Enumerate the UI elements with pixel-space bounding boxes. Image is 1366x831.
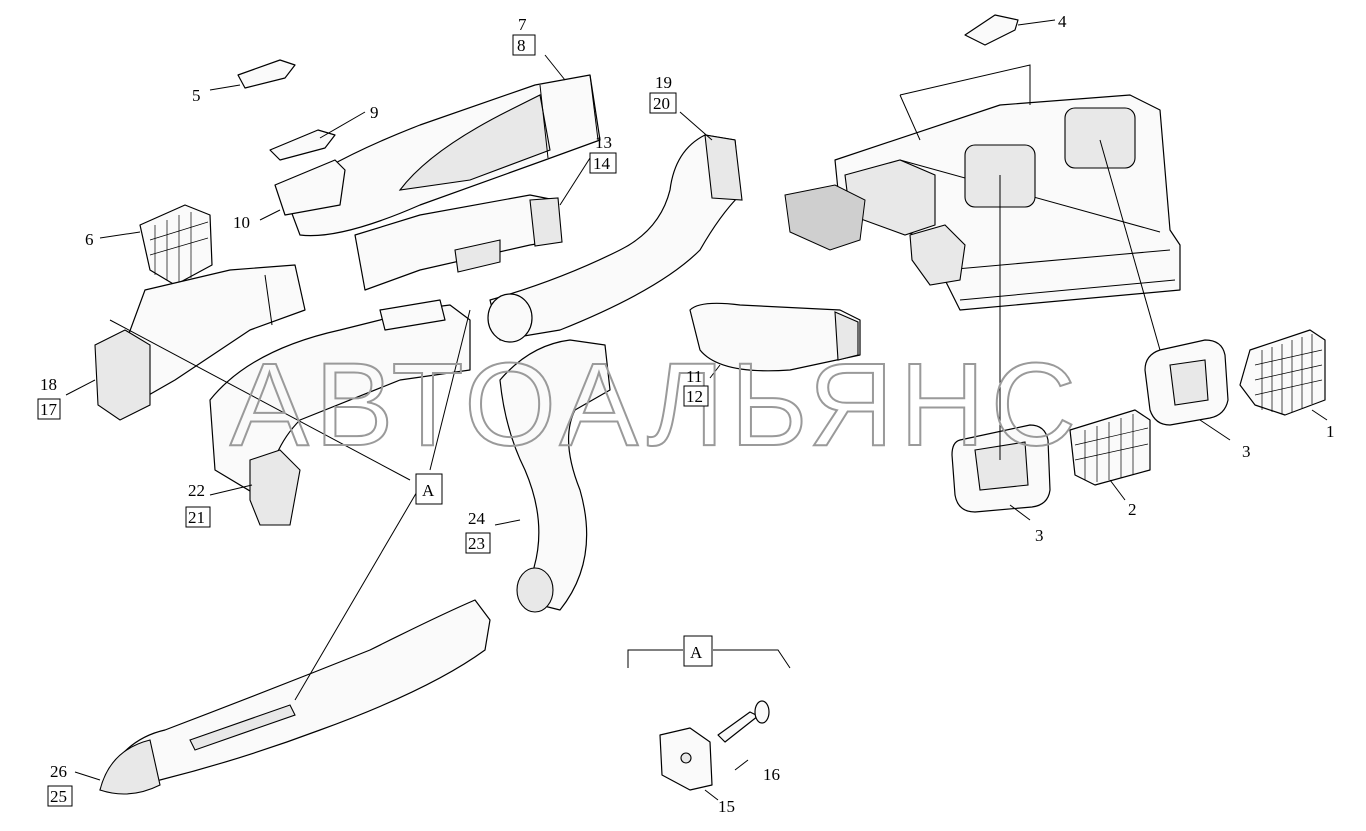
callout-13: 13 (595, 133, 612, 152)
callout-18: 18 (40, 375, 57, 394)
callout-20: 20 (653, 94, 670, 113)
callout-22: 22 (188, 481, 205, 500)
vent-cup-10 (274, 159, 346, 216)
long-diagonal-duct (487, 134, 743, 343)
callout-20-box (649, 92, 677, 114)
callout-25: 25 (50, 787, 67, 806)
callout-21: 21 (188, 508, 205, 527)
vent-grille-1 (1239, 329, 1326, 416)
cap-part-9 (269, 129, 336, 161)
callout-17-box (37, 398, 61, 420)
callout-16: 16 (763, 765, 780, 784)
vent-grille-6 (139, 204, 213, 286)
callout-10: 10 (233, 213, 250, 232)
vent-grille-2 (1069, 409, 1151, 486)
callout-8: 8 (517, 36, 526, 55)
detail-a-fastener (659, 700, 770, 791)
callout-26: 26 (50, 762, 67, 781)
leader-lines (65, 19, 1328, 801)
view-marker-box (415, 473, 443, 505)
view-marker-a: A (422, 481, 435, 500)
floor-duct (99, 599, 491, 795)
callout-1: 1 (1326, 422, 1335, 441)
callout-25-box (47, 785, 73, 807)
callout-3-left: 3 (1035, 526, 1044, 545)
callout-11: 11 (686, 367, 702, 386)
lower-left-duct (209, 299, 471, 526)
callout-15: 15 (718, 797, 735, 816)
watermark-text: АВТОАЛЬЯНС (230, 339, 1082, 471)
detail-title-a: A (690, 643, 703, 662)
center-upper-duct (354, 194, 563, 291)
callout-14: 14 (593, 154, 611, 173)
callout-7: 7 (518, 15, 527, 34)
callout-24: 24 (468, 509, 486, 528)
callout-8-box (512, 34, 536, 56)
left-side-duct (94, 264, 306, 421)
callout-14-box (589, 152, 617, 174)
vertical-duct (499, 339, 611, 613)
instrument-panel-housing (784, 64, 1181, 311)
callout-23: 23 (468, 534, 485, 553)
callout-12: 12 (686, 387, 703, 406)
right-mid-duct (689, 302, 861, 372)
callout-17: 17 (40, 400, 58, 419)
panel-vent-opening-right (1064, 107, 1136, 169)
callout-9: 9 (370, 103, 379, 122)
cap-part-4 (964, 14, 1019, 46)
detail-title-box (683, 635, 713, 667)
callout-5: 5 (192, 86, 201, 105)
callout-6: 6 (85, 230, 94, 249)
callout-3-right: 3 (1242, 442, 1251, 461)
callout-19: 19 (655, 73, 672, 92)
callout-21-box (185, 506, 211, 528)
callout-12-box (683, 385, 709, 407)
callout-23-box (465, 532, 491, 554)
callout-4: 4 (1058, 12, 1067, 31)
cap-part-5 (237, 59, 296, 89)
upper-left-duct (284, 74, 601, 237)
callout-2: 2 (1128, 500, 1137, 519)
